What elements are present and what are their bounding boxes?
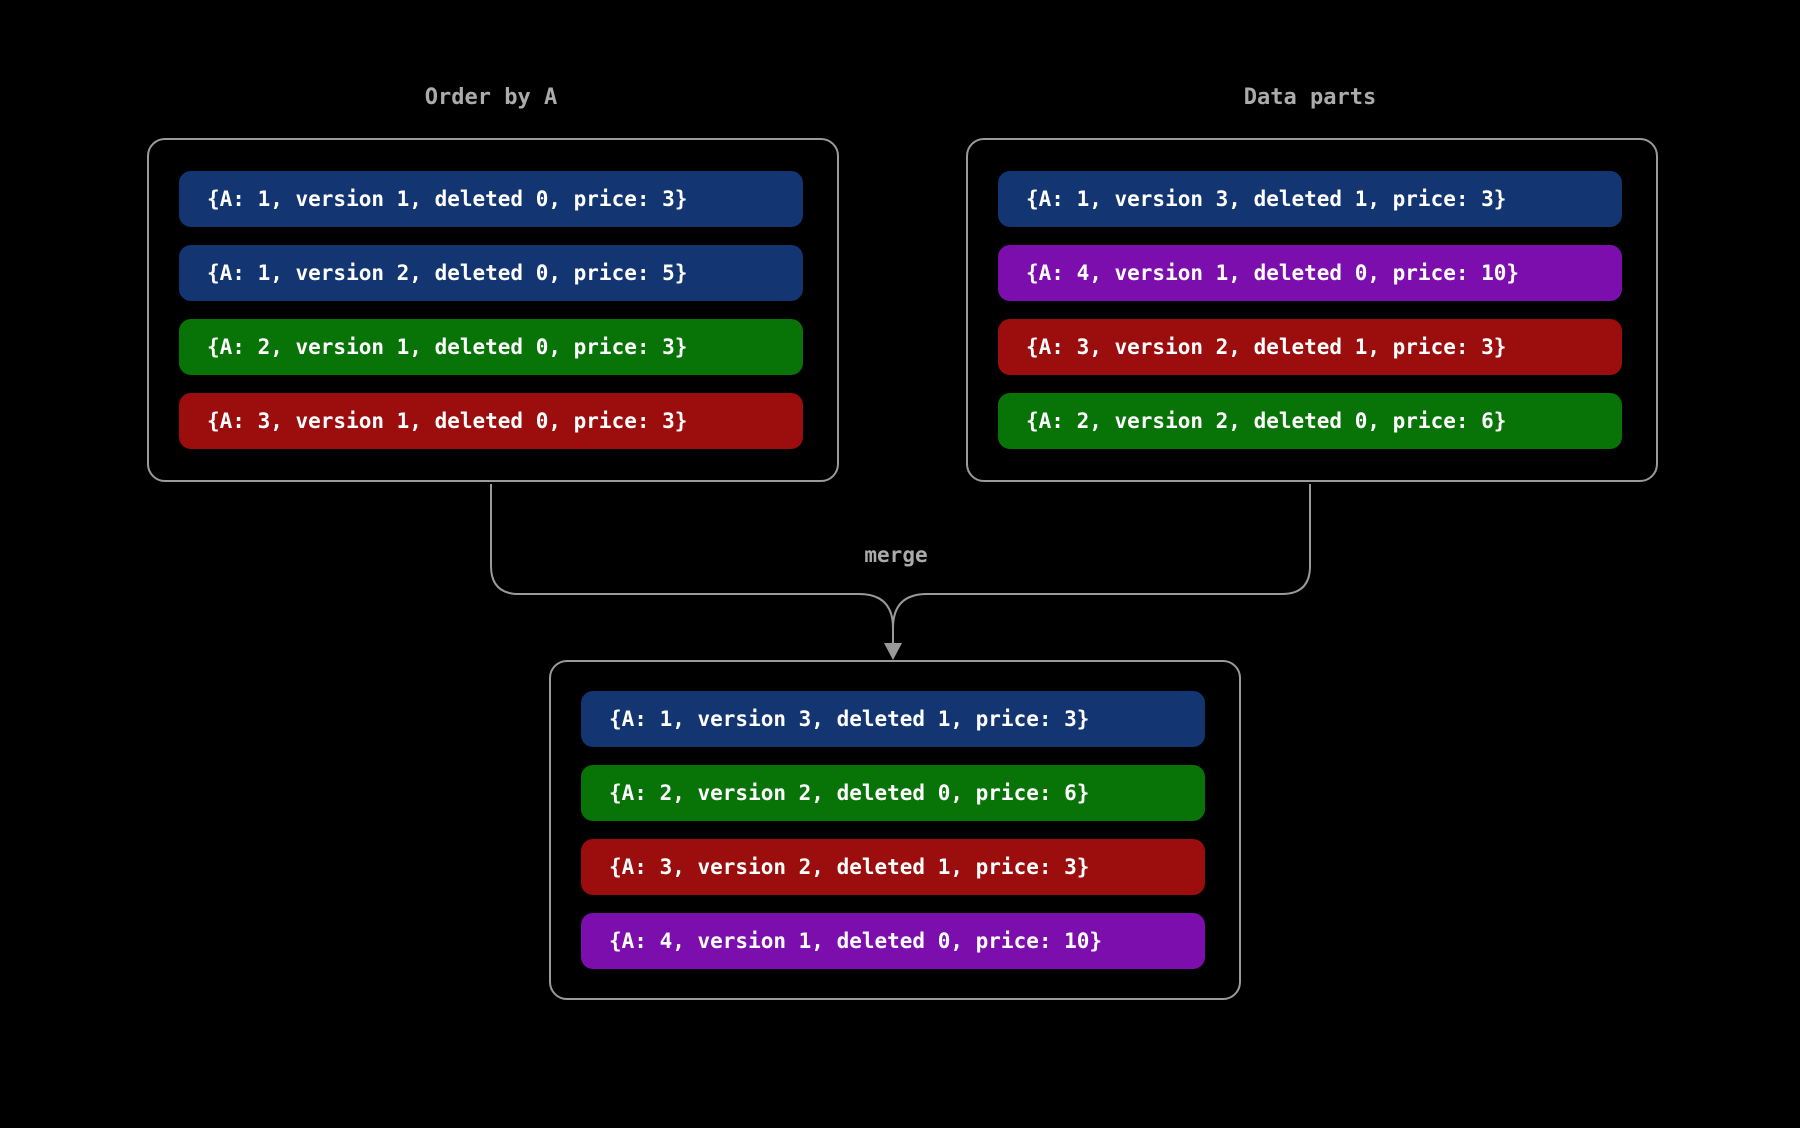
merged-result-box: {A: 1, version 3, deleted 1, price: 3} {… (549, 660, 1241, 1000)
data-parts-title: Data parts (1243, 85, 1377, 110)
data-row: {A: 4, version 1, deleted 0, price: 10} (998, 245, 1622, 301)
data-row: {A: 2, version 2, deleted 0, price: 6} (581, 765, 1205, 821)
data-row: {A: 4, version 1, deleted 0, price: 10} (581, 913, 1205, 969)
merge-label: merge (864, 543, 928, 567)
data-parts-box: {A: 1, version 3, deleted 1, price: 3} {… (966, 138, 1658, 482)
data-row: {A: 2, version 2, deleted 0, price: 6} (998, 393, 1622, 449)
data-row: {A: 2, version 1, deleted 0, price: 3} (179, 319, 803, 375)
data-row: {A: 3, version 2, deleted 1, price: 3} (581, 839, 1205, 895)
data-row: {A: 3, version 1, deleted 0, price: 3} (179, 393, 803, 449)
data-row: {A: 1, version 1, deleted 0, price: 3} (179, 171, 803, 227)
data-row: {A: 3, version 2, deleted 1, price: 3} (998, 319, 1622, 375)
data-row: {A: 1, version 3, deleted 1, price: 3} (581, 691, 1205, 747)
order-by-a-title: Order by A (424, 85, 558, 110)
data-row: {A: 1, version 3, deleted 1, price: 3} (998, 171, 1622, 227)
merge-arrow-icon (884, 643, 902, 660)
data-row: {A: 1, version 2, deleted 0, price: 5} (179, 245, 803, 301)
order-by-a-box: {A: 1, version 1, deleted 0, price: 3} {… (147, 138, 839, 482)
